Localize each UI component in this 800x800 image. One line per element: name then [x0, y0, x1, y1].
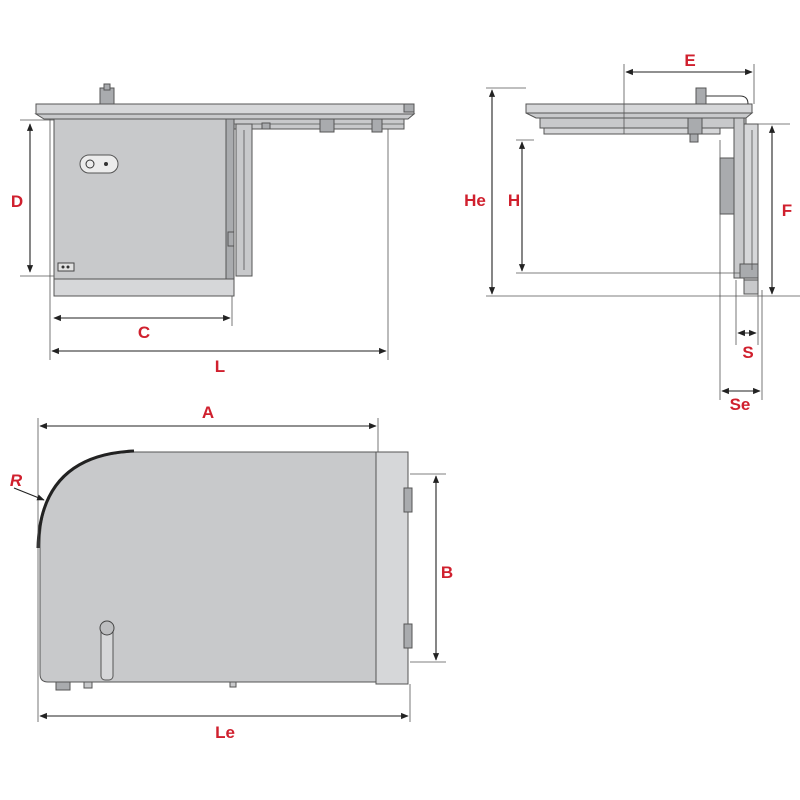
label-c: C [138, 323, 150, 342]
side-view: E He H F S Se [464, 51, 800, 414]
lever-icon [100, 627, 114, 681]
hinge-bottom [403, 623, 413, 649]
hinge-frame [225, 118, 235, 280]
end-knob [403, 103, 415, 113]
top-view-strip [375, 451, 409, 685]
side-rail [539, 117, 747, 129]
rounded-edge [36, 449, 135, 549]
label-he: He [464, 191, 486, 210]
label-r: R [10, 471, 23, 490]
switch-icon [57, 262, 75, 272]
side-bracket [719, 157, 735, 215]
label-d: D [11, 192, 23, 211]
label-f: F [782, 201, 792, 220]
cabinet-base [53, 278, 235, 297]
lock-icon [79, 154, 119, 174]
top-plate-edge [34, 113, 416, 120]
side-handle [695, 87, 707, 105]
label-b: B [441, 563, 453, 582]
label-a: A [202, 403, 214, 422]
dim-line-r [13, 487, 45, 501]
label-s: S [742, 343, 753, 362]
side-top-plate [525, 103, 753, 114]
side-support [733, 117, 745, 279]
top-view-plate [39, 451, 377, 683]
top-knob-cap [103, 83, 111, 91]
top-view: A R B Le [10, 403, 453, 742]
label-h: H [508, 191, 520, 210]
hinge-top [403, 487, 413, 513]
label-se: Se [730, 395, 751, 414]
front-view: D C L [11, 83, 416, 376]
label-e: E [684, 51, 695, 70]
cabinet-body [53, 118, 227, 280]
top-plate [35, 103, 415, 115]
label-le: Le [215, 723, 235, 742]
label-l: L [215, 357, 225, 376]
